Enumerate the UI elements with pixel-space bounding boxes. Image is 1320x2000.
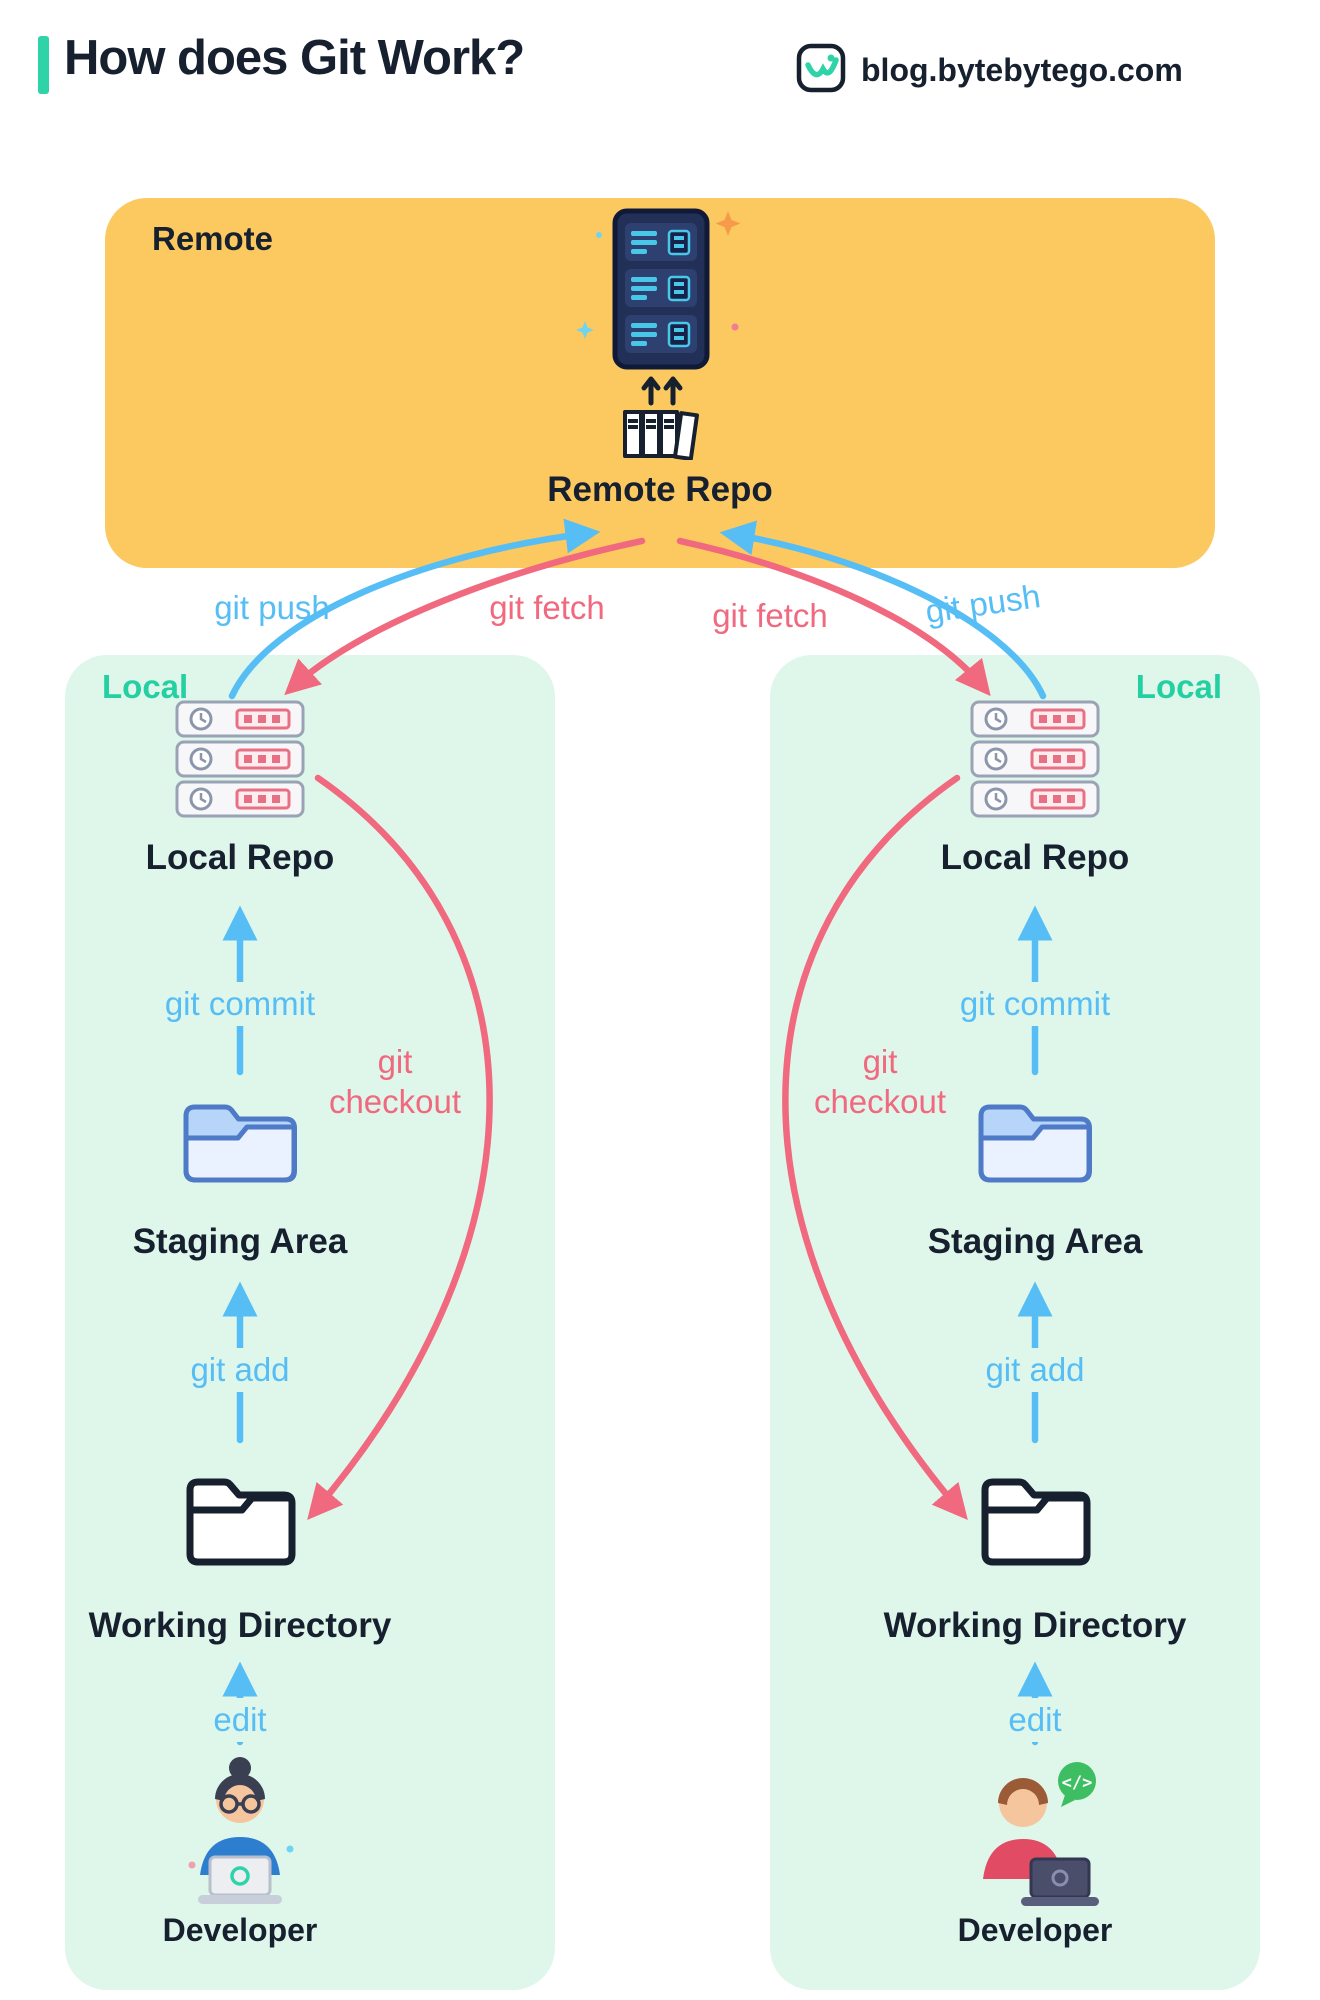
developer-woman-laptop-icon: [170, 1755, 310, 1912]
git-add-label-left: git add: [120, 1348, 360, 1393]
working-folder-icon-right: [975, 1468, 1095, 1573]
edit-label-left: edit: [120, 1698, 360, 1743]
working-folder-icon-left: [180, 1468, 300, 1573]
git-push-label-right: git push: [923, 577, 1043, 630]
local-repo-icon-left: [175, 700, 305, 823]
git-push-label-left: git push: [214, 589, 330, 626]
local-repo-icon-right: [970, 700, 1100, 823]
bytebytego-logo-icon: [795, 42, 847, 99]
working-directory-label-right: Working Directory: [883, 1606, 1187, 1645]
local-repo-label-right: Local Repo: [940, 838, 1130, 877]
edit-label-right: edit: [915, 1698, 1155, 1743]
git-fetch-label-right: git fetch: [712, 597, 828, 634]
developer-label-left: Developer: [162, 1912, 318, 1948]
local-repo-label-left: Local Repo: [145, 838, 335, 877]
git-fetch-label-left: git fetch: [489, 589, 605, 626]
staging-area-label-left: Staging Area: [132, 1222, 348, 1261]
remote-zone-label: Remote: [152, 220, 274, 257]
staging-folder-icon-left: [180, 1092, 300, 1192]
git-checkout-label-left: git checkout: [320, 1040, 470, 1125]
working-directory-label-left: Working Directory: [88, 1606, 392, 1645]
site-name: blog.bytebytego.com: [861, 52, 1183, 88]
page-title: How does Git Work?: [64, 31, 525, 85]
remote-repo-label: Remote Repo: [547, 470, 773, 509]
staging-area-label-right: Staging Area: [927, 1222, 1143, 1261]
git-checkout-label-right: git checkout: [805, 1040, 955, 1125]
svg-text:</>: </>: [1062, 1773, 1093, 1793]
staging-folder-icon-right: [975, 1092, 1095, 1192]
git-add-label-right: git add: [915, 1348, 1155, 1393]
git-commit-label-right: git commit: [915, 982, 1155, 1027]
developer-label-right: Developer: [957, 1912, 1113, 1948]
git-commit-label-left: git commit: [120, 982, 360, 1027]
local-zone-right-label: Local: [1135, 668, 1222, 705]
local-zone-left-label: Local: [102, 668, 189, 705]
title-accent-bar: [38, 36, 49, 94]
brand: blog.bytebytego.com: [795, 42, 1183, 99]
remote-server-icon: [575, 205, 745, 465]
developer-man-laptop-icon: </>: [965, 1755, 1105, 1912]
